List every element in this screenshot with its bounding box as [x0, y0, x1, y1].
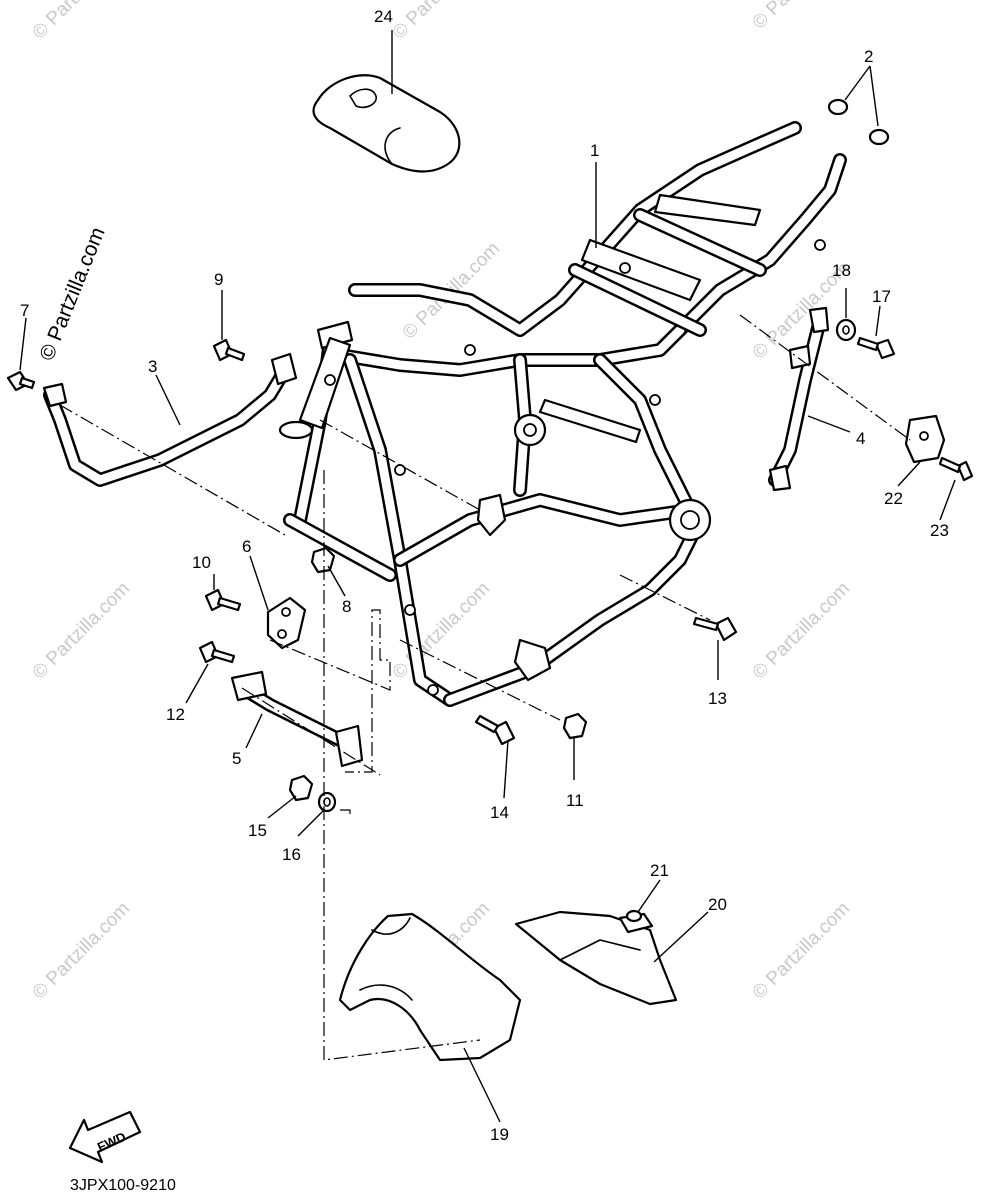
part-16-washer[interactable] [317, 791, 337, 813]
forward-arrow-icon: FWD [68, 1110, 142, 1164]
callout-19: 19 [490, 1125, 509, 1144]
callout-15: 15 [248, 821, 267, 840]
watermark-tile: © Partzilla.com [749, 578, 854, 683]
watermark-tile: © Partzilla.com [29, 578, 134, 683]
part-23-screw[interactable] [938, 456, 974, 482]
part-10-bolt[interactable] [204, 588, 242, 612]
part-14-bolt[interactable] [474, 714, 516, 746]
part-17-bolt[interactable] [856, 336, 896, 360]
callout-17: 17 [872, 287, 891, 306]
part-20-panel[interactable] [514, 910, 678, 1006]
callout-9: 9 [214, 270, 223, 289]
part-12-bolt[interactable] [198, 640, 236, 664]
callout-4: 4 [856, 429, 865, 448]
callout-3: 3 [148, 357, 157, 376]
callout-2: 2 [864, 47, 873, 66]
part-22-block[interactable] [904, 414, 946, 464]
callout-21: 21 [650, 861, 669, 880]
part-13-bolt[interactable] [692, 616, 738, 642]
part-11-nut[interactable] [562, 712, 588, 740]
callout-13: 13 [708, 689, 727, 708]
callout-7: 7 [20, 301, 29, 320]
callout-16: 16 [282, 845, 301, 864]
part-18-washer[interactable] [835, 318, 857, 342]
callout-labels: 24 2 1 9 18 17 7 3 4 22 23 6 10 8 13 12 … [20, 7, 949, 1144]
part-7-bolt[interactable] [6, 370, 36, 392]
alignment-lines [59, 314, 911, 1061]
callout-24: 24 [374, 7, 393, 26]
part-4-rear-bracket[interactable] [768, 306, 830, 492]
callout-23: 23 [930, 521, 949, 540]
part-19-cover[interactable] [338, 912, 522, 1062]
part-24-pad[interactable] [312, 74, 461, 173]
callout-1: 1 [590, 141, 599, 160]
watermark-tile: © Partzilla.com [749, 0, 854, 34]
part-21-grommet[interactable] [618, 909, 654, 934]
part-3-front-tube[interactable] [42, 352, 298, 487]
part-5-lower-bracket[interactable] [230, 670, 364, 768]
part-9-bolt[interactable] [212, 338, 246, 362]
partzilla-watermark: © Partzilla.com [35, 224, 109, 364]
part-1-main-frame[interactable] [278, 121, 847, 707]
drawing-code: 3JPX100-9210 [70, 1177, 176, 1194]
watermark-tile: © Partzilla.com [389, 0, 494, 44]
callout-12: 12 [166, 705, 185, 724]
callout-14: 14 [490, 803, 509, 822]
watermark-tile: © Partzilla.com [29, 898, 134, 1003]
part-15-nut[interactable] [288, 774, 314, 802]
callout-11: 11 [566, 791, 584, 810]
callout-10: 10 [192, 553, 211, 572]
callout-6: 6 [242, 537, 251, 556]
watermark-tile: © Partzilla.com [29, 0, 134, 44]
callout-5: 5 [232, 749, 241, 768]
part-2-caps[interactable] [827, 98, 890, 146]
watermark-tile: © Partzilla.com [749, 898, 854, 1003]
callout-18: 18 [832, 261, 851, 280]
leader-lines [19, 30, 956, 1123]
callout-22: 22 [884, 489, 903, 508]
part-8-nut[interactable] [310, 546, 336, 574]
part-6-plate[interactable] [266, 596, 307, 650]
callout-20: 20 [708, 895, 727, 914]
callout-8: 8 [342, 597, 351, 616]
